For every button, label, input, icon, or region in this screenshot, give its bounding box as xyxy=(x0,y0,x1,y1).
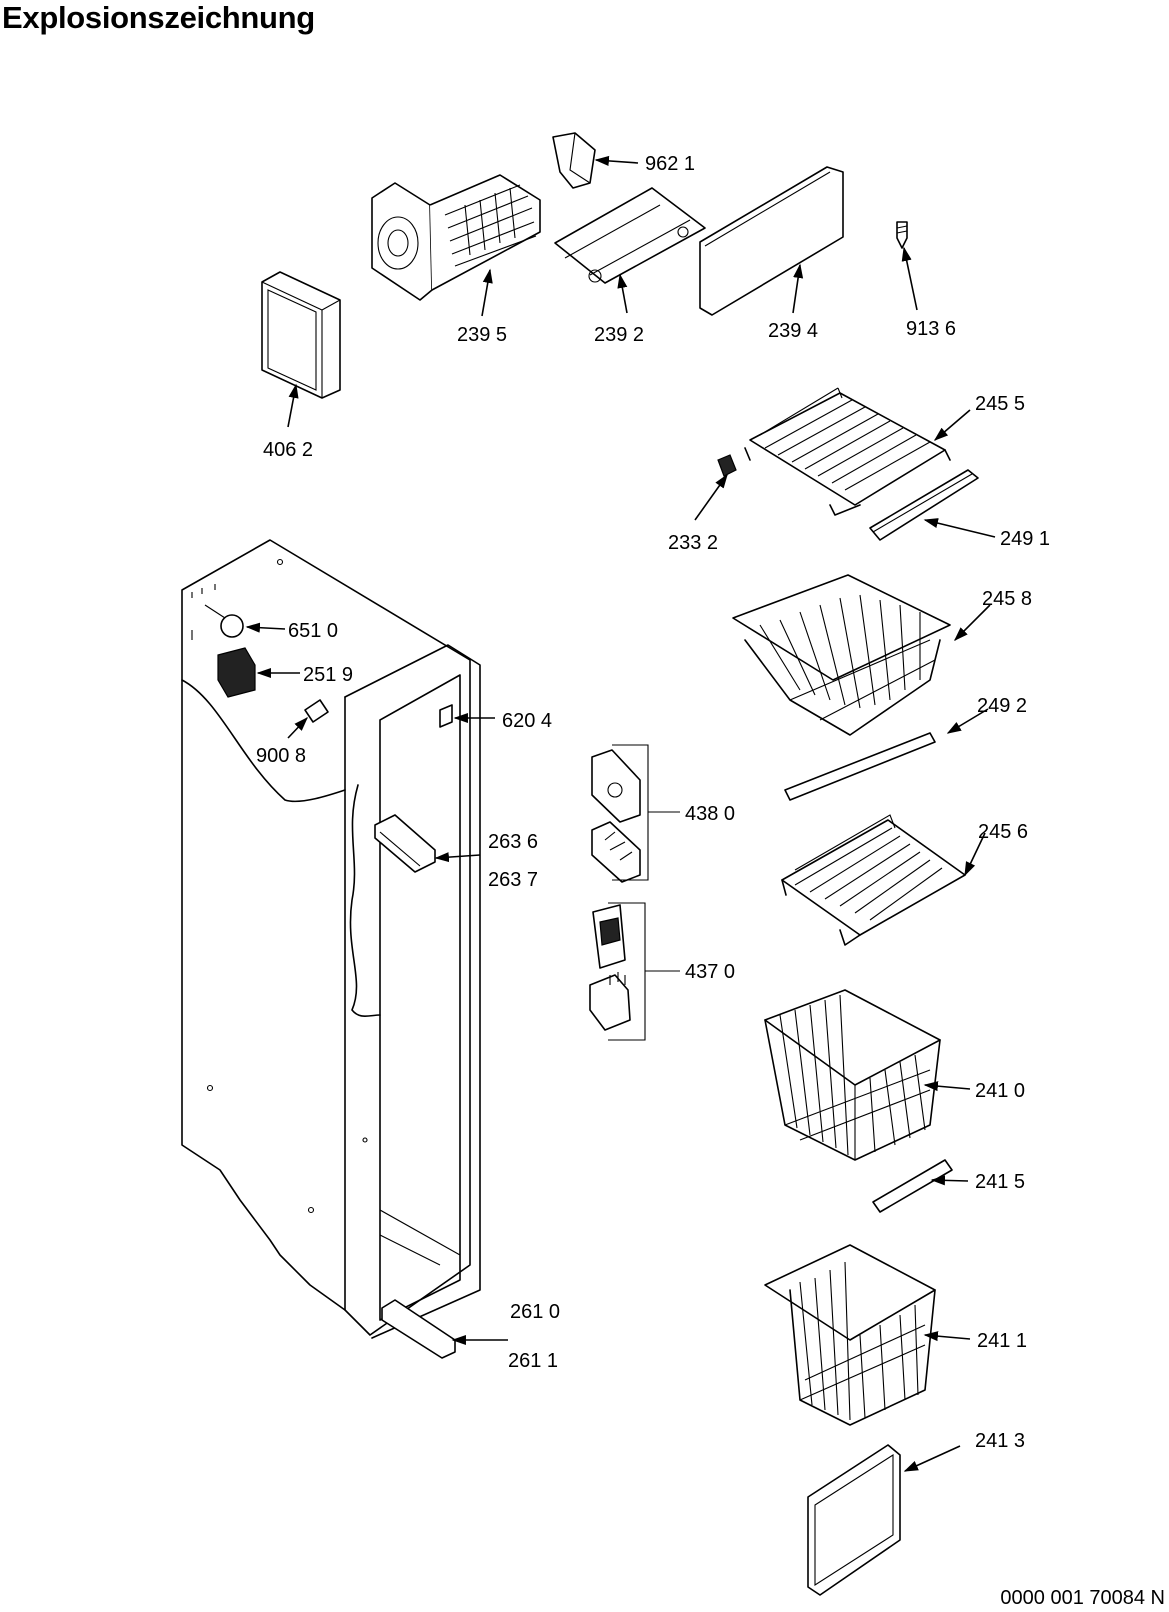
control-board-part-4380 xyxy=(591,744,649,883)
switch-part-6204 xyxy=(439,704,453,728)
trim-strip-part-2491 xyxy=(869,469,979,541)
wire-shelf-part-2455 xyxy=(744,387,951,516)
rod-part-2415 xyxy=(872,1159,953,1213)
switch-part-2519 xyxy=(217,647,256,698)
wire-basket-part-2411 xyxy=(764,1244,936,1426)
hinge-bracket-part-2610 xyxy=(381,1299,456,1359)
part-label-2392: 239 2 xyxy=(594,324,644,346)
part-label-9136: 913 6 xyxy=(906,318,956,340)
wire-basket-part-2410 xyxy=(764,989,941,1161)
part-label-2637: 263 7 xyxy=(488,869,538,891)
part-label-2410: 241 0 xyxy=(975,1080,1025,1102)
part-label-6510: 651 0 xyxy=(288,620,338,642)
part-label-2332: 233 2 xyxy=(668,532,718,554)
part-label-4062: 406 2 xyxy=(263,439,313,461)
part-label-2413: 241 3 xyxy=(975,1430,1025,1452)
part-label-2492: 249 2 xyxy=(977,695,1027,717)
lamp-part-6510 xyxy=(204,604,244,638)
part-label-2611: 261 1 xyxy=(508,1350,558,1372)
part-label-2394: 239 4 xyxy=(768,320,818,342)
document-id: 0000 001 70084 N xyxy=(1000,1587,1165,1609)
part-label-9621: 962 1 xyxy=(645,153,695,175)
support-rail-part xyxy=(554,187,706,284)
part-label-4370: 437 0 xyxy=(685,961,735,983)
container-part xyxy=(261,271,341,399)
bracket-part-9621 xyxy=(552,132,596,189)
screw-part xyxy=(896,221,908,249)
cover-plate-part xyxy=(699,166,844,316)
part-label-2610: 261 0 xyxy=(510,1301,560,1323)
part-label-2456: 245 6 xyxy=(978,821,1028,843)
part-label-2455: 245 5 xyxy=(975,393,1025,415)
leader-arrows xyxy=(245,155,996,1472)
part-label-4380: 438 0 xyxy=(685,803,735,825)
freezer-cabinet xyxy=(181,539,481,1339)
control-board-part-4370 xyxy=(589,902,646,1041)
page-title: Explosionszeichnung xyxy=(2,0,315,35)
part-label-2415: 241 5 xyxy=(975,1171,1025,1193)
part-label-2411: 241 1 xyxy=(977,1330,1027,1352)
part-label-2491: 249 1 xyxy=(1000,528,1050,550)
light-cover-part-2636 xyxy=(374,814,436,873)
part-label-6204: 620 4 xyxy=(502,710,552,732)
part-label-9008: 900 8 xyxy=(256,745,306,767)
clip-part-2332 xyxy=(717,454,737,477)
trim-strip-part-2492 xyxy=(784,732,936,801)
ice-maker-part xyxy=(371,174,541,301)
wire-shelf-part-2456 xyxy=(781,814,966,946)
part-label-2458: 245 8 xyxy=(982,588,1032,610)
clip-part-9008 xyxy=(304,699,329,723)
part-label-2636: 263 6 xyxy=(488,831,538,853)
part-label-2519: 251 9 xyxy=(303,664,353,686)
part-label-2395: 239 5 xyxy=(457,324,507,346)
part-labels: 962 1 239 5 239 2 239 4 913 6 406 2 245 … xyxy=(256,153,1050,1452)
front-panel-part xyxy=(807,1444,901,1596)
wire-basket-part-2458 xyxy=(732,574,951,736)
